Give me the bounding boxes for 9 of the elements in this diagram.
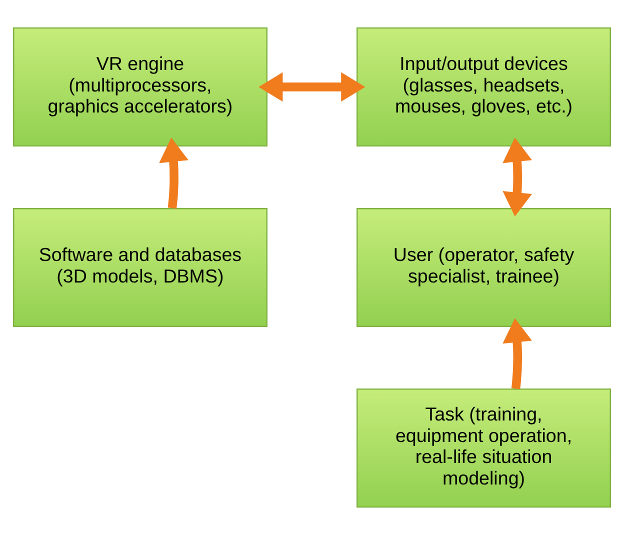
arrow: [258, 72, 366, 102]
arrow: [159, 137, 188, 208]
arrow: [502, 137, 532, 216]
node-box: Task (training, equipment operation, real-life situation modeling): [356, 388, 612, 508]
node-box: Software and databases (3D models, DBMS): [12, 207, 268, 327]
node-box: VR engine (multiprocessors, graphics accelerators): [12, 26, 268, 146]
node-box: User (operator, safety specialist, trainee): [356, 207, 612, 327]
arrow: [502, 318, 532, 389]
node-box: Input/output devices (glasses, headsets, mouses, gloves, etc.): [356, 26, 612, 146]
